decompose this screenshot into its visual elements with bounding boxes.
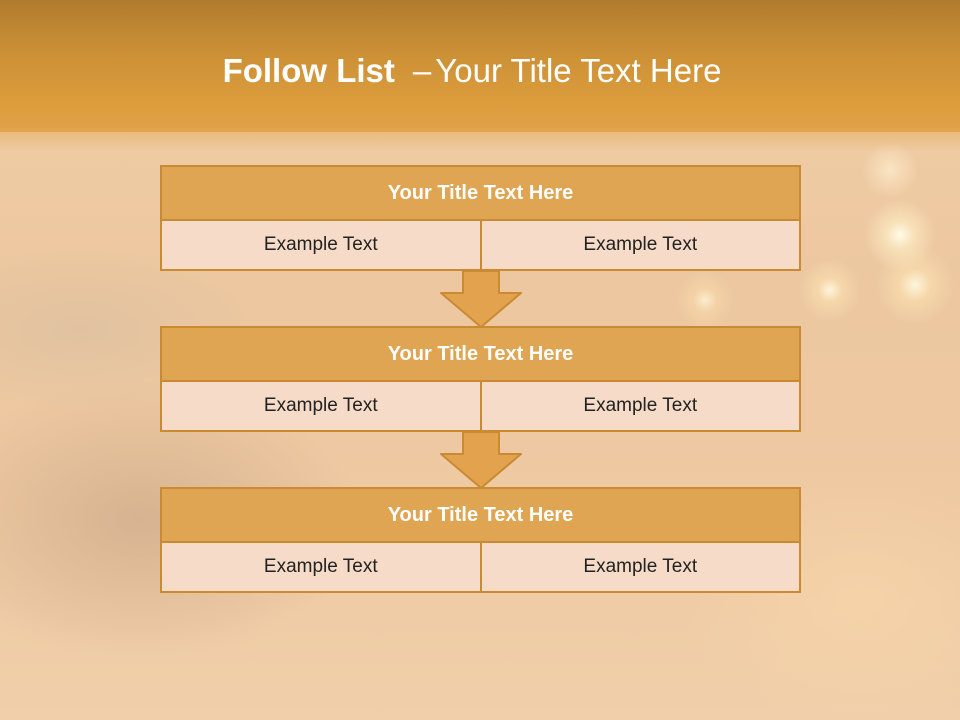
slide-title-dash: – [412,52,432,89]
header-fade [0,128,960,152]
down-arrow-icon [440,270,522,328]
down-arrow-icon [440,431,522,489]
slide-title-bold: Follow List [222,52,395,89]
list-block-3: Your Title Text Here Example Text Exampl… [160,487,801,593]
block-row: Example Text Example Text [160,221,801,271]
block-title: Your Title Text Here [160,487,801,543]
block-row: Example Text Example Text [160,382,801,432]
slide-title: Follow List–Your Title Text Here [0,52,944,90]
list-block-2: Your Title Text Here Example Text Exampl… [160,326,801,432]
block-cell-right: Example Text [481,221,801,271]
block-cell-left: Example Text [160,543,482,593]
list-block-1: Your Title Text Here Example Text Exampl… [160,165,801,271]
block-title: Your Title Text Here [160,165,801,221]
slide-title-rest: Your Title Text Here [435,52,722,89]
block-row: Example Text Example Text [160,543,801,593]
header-band [0,0,960,132]
block-cell-left: Example Text [160,382,482,432]
block-cell-right: Example Text [481,543,801,593]
block-cell-left: Example Text [160,221,482,271]
block-cell-right: Example Text [481,382,801,432]
block-title: Your Title Text Here [160,326,801,382]
